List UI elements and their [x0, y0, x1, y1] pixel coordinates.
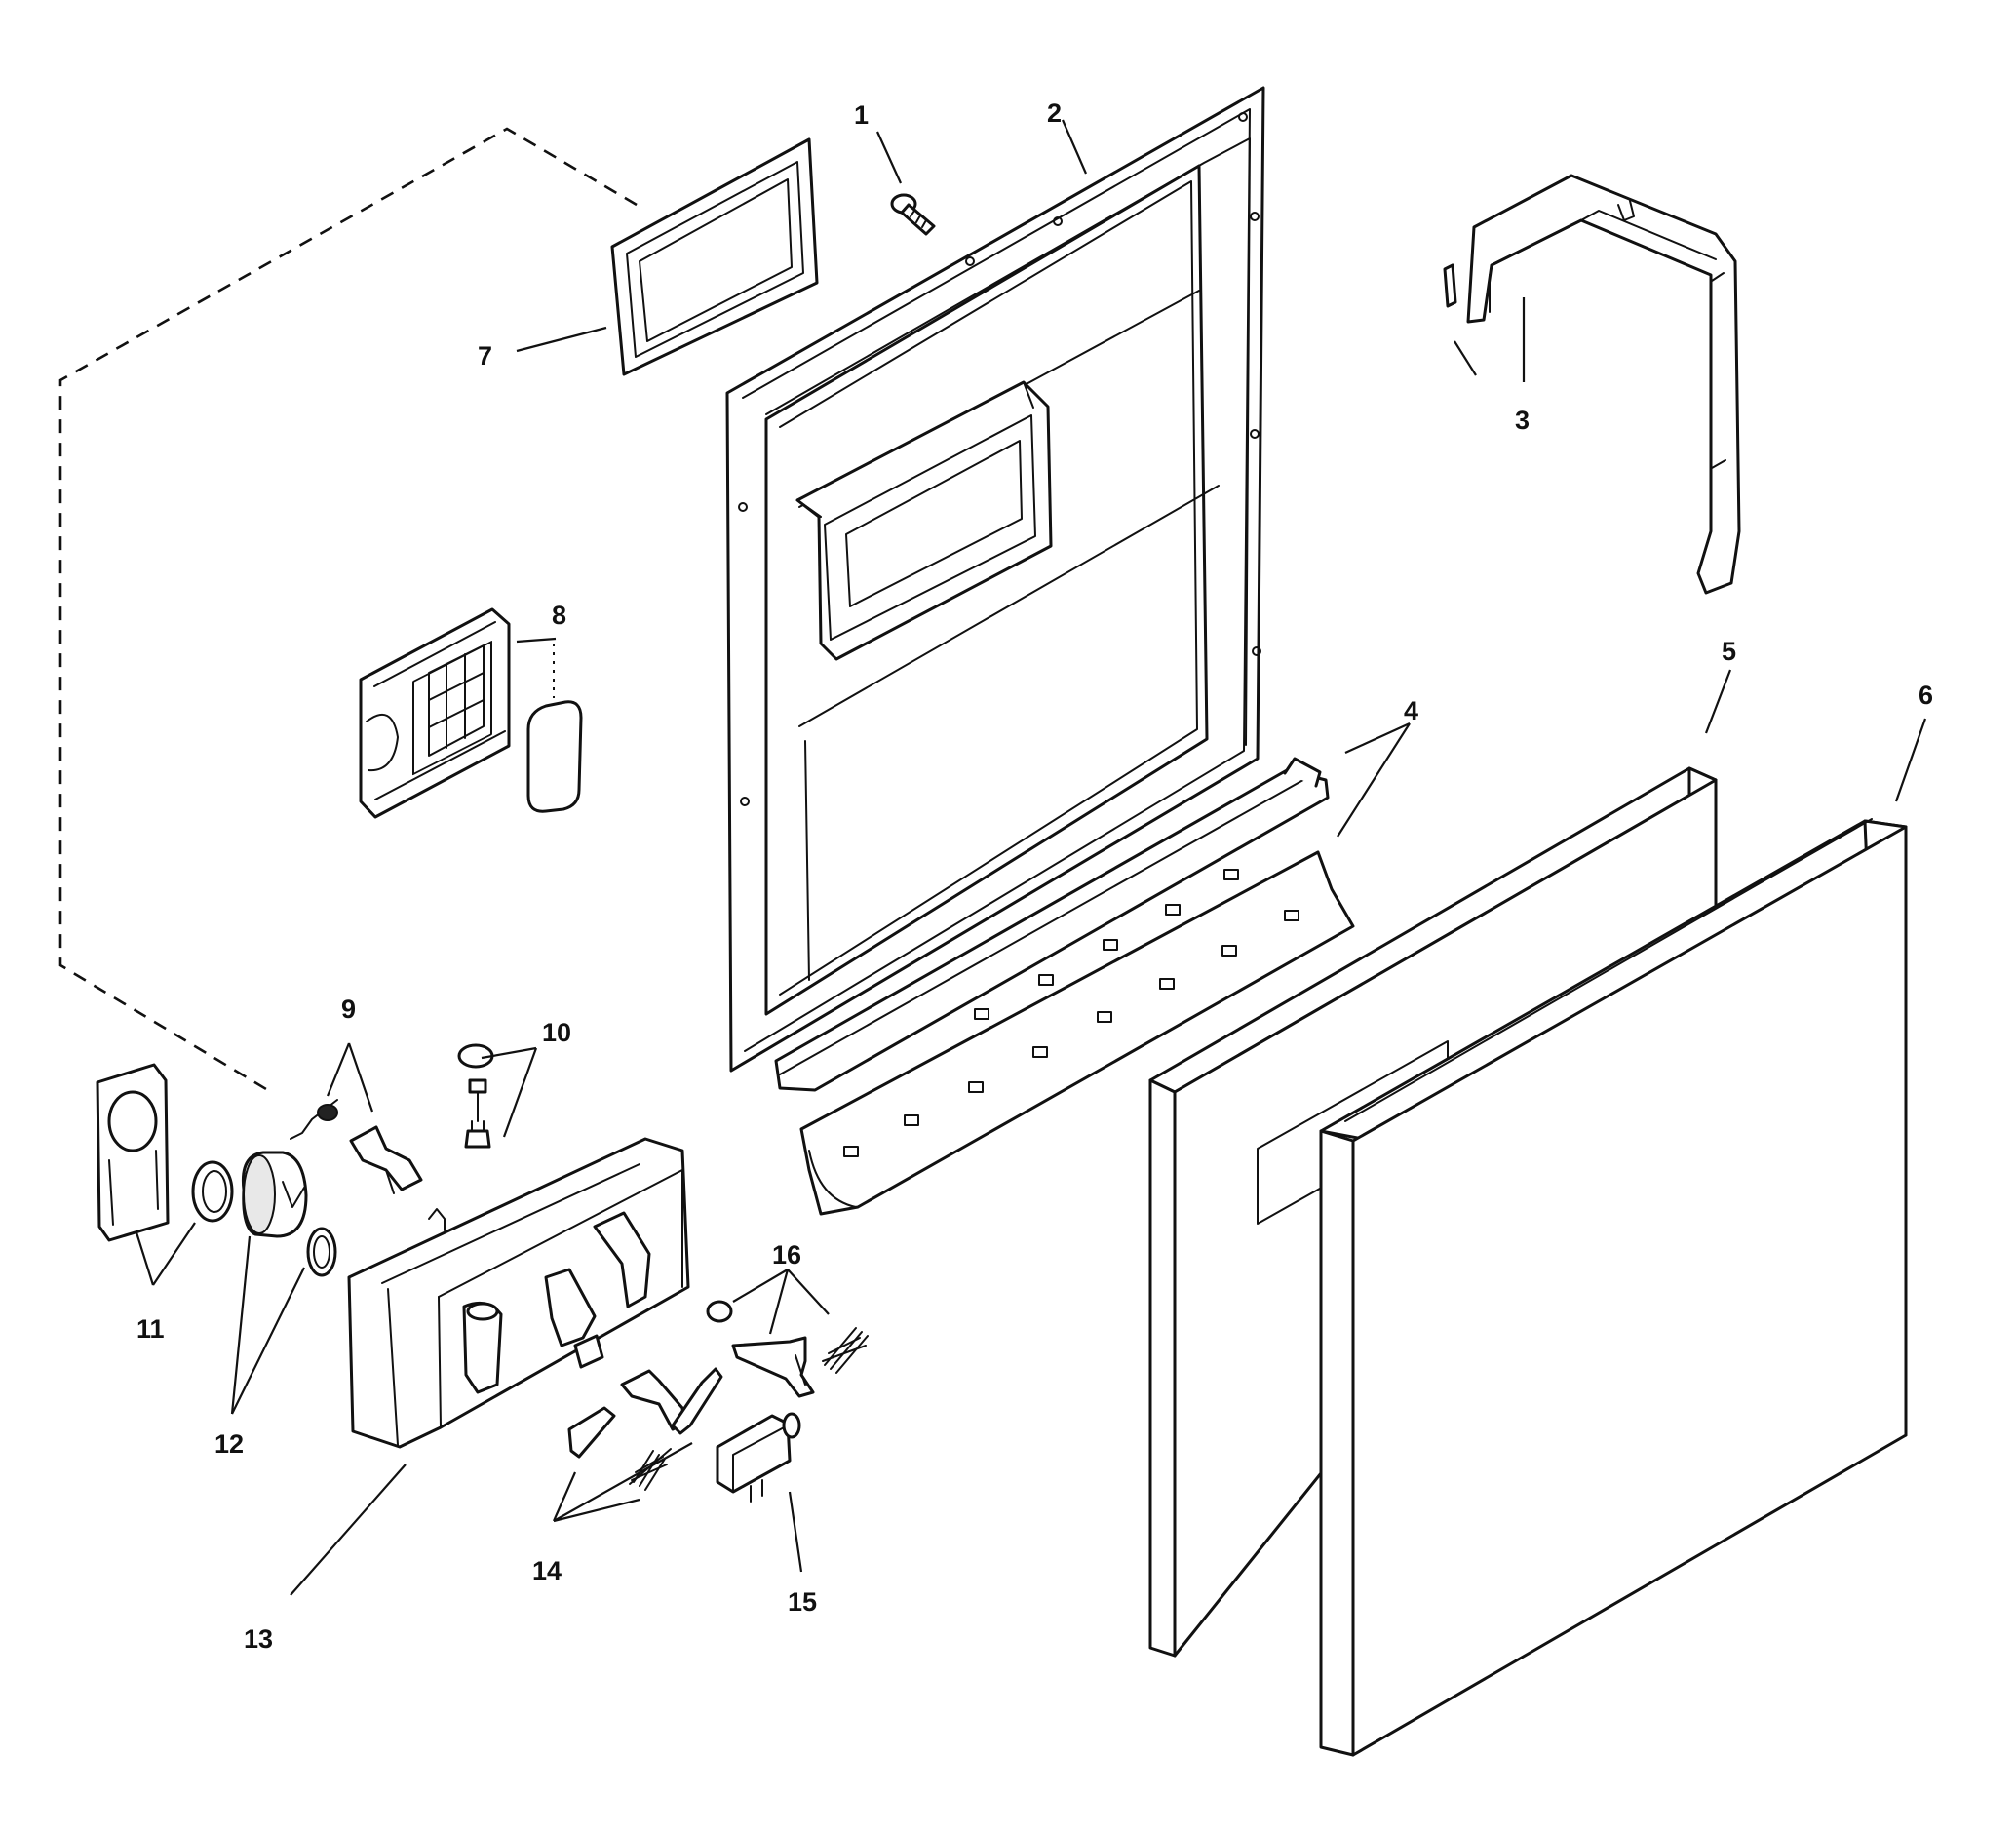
callout-7: 7 [478, 341, 492, 371]
callout-11: 11 [136, 1314, 165, 1344]
callout-12: 12 [214, 1429, 244, 1459]
part-7-gasket [610, 137, 819, 376]
part-4-trim [774, 757, 1355, 1216]
callout-10: 10 [542, 1018, 571, 1047]
callout-2: 2 [1047, 98, 1062, 128]
callout-9: 9 [341, 995, 356, 1024]
part-2-inner-door [725, 86, 1265, 1073]
callout-8: 8 [552, 601, 566, 630]
part-16-pin-spring [706, 1300, 869, 1398]
callout-13: 13 [244, 1624, 273, 1654]
callout-4: 4 [1404, 696, 1418, 725]
callout-labels: 1 2 3 4 5 6 7 8 9 10 11 12 13 14 15 16 [136, 98, 1933, 1654]
callout-3: 3 [1515, 406, 1530, 435]
callout-16: 16 [772, 1240, 801, 1269]
part-9-spring-lever [290, 1099, 423, 1194]
callout-5: 5 [1722, 637, 1736, 666]
part-15-switch [716, 1412, 801, 1503]
part-6-front-panel [1319, 818, 1908, 1757]
part-13-dispenser [347, 1137, 690, 1449]
part-3-bracket [1443, 174, 1741, 595]
callout-15: 15 [788, 1587, 817, 1617]
callout-1: 1 [854, 100, 869, 130]
callout-6: 6 [1919, 681, 1933, 710]
part-12-dial [241, 1151, 337, 1277]
part-1-screw [890, 193, 936, 236]
part-10-plunger [457, 1043, 494, 1149]
leader-lines [135, 119, 1927, 1596]
part-11-knob-housing [96, 1063, 234, 1242]
part-8-grid-bracket [359, 607, 583, 819]
part-14-latch [567, 1367, 723, 1491]
assembly-dashed-outline [58, 127, 638, 1094]
callout-14: 14 [532, 1556, 562, 1585]
